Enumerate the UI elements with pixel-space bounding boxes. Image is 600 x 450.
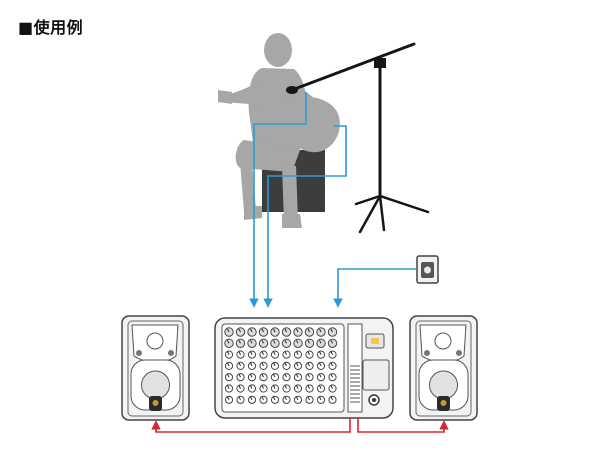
mixer-knob-pointer — [296, 340, 299, 344]
page-title: ■使用例 — [18, 18, 84, 37]
mixer-knob-pointer — [330, 385, 333, 389]
mixer-knob-pointer — [238, 362, 241, 367]
mixer-knob-pointer — [284, 385, 287, 389]
mixer-knob-pointer — [238, 373, 241, 378]
mixer-knob-pointer — [330, 328, 333, 333]
signal-lines — [249, 92, 417, 308]
mixer-knob-pointer — [284, 373, 287, 378]
mixer-knob-pointer — [319, 362, 322, 367]
mixer-knob-pointer — [250, 385, 253, 389]
mixer-knob-pointer — [319, 385, 322, 389]
mixer-knob-pointer — [250, 362, 253, 367]
mixer-knob-pointer — [296, 328, 299, 333]
mixer-knob-pointer — [227, 328, 230, 333]
mixer-knob-pointer — [227, 351, 230, 355]
mixer-knob-pointer — [307, 328, 310, 333]
mixer-knob-pointer — [330, 396, 333, 401]
mixer-knob-pointer — [273, 385, 276, 389]
mixer-knob-pointer — [261, 351, 264, 355]
mixer-knob-pointer — [307, 351, 310, 355]
mixer-knob-pointer — [307, 373, 310, 378]
mixer-knob-pointer — [273, 328, 276, 333]
mixer-meter — [350, 365, 360, 403]
mixer-knob-pointer — [296, 385, 299, 389]
mixer-knob-pointer — [238, 351, 241, 355]
microphone-icon — [286, 86, 298, 94]
mixer-knob-pointer — [296, 362, 299, 367]
mixer-knob-pointer — [296, 351, 299, 355]
mixer-knob-pointer — [273, 373, 276, 378]
mixer-knob-pointer — [319, 396, 322, 401]
mixer-knob-pointer — [330, 340, 333, 344]
mixer-knob-pointer — [330, 351, 333, 355]
mixer-knob-pointer — [273, 340, 276, 344]
speaker-lines — [151, 418, 449, 433]
mixer-knob-pointer — [330, 362, 333, 367]
mixer-knob-pointer — [238, 340, 241, 344]
mixer-knob-pointer — [273, 351, 276, 355]
mixer-knob-pointer — [227, 385, 230, 389]
mixer-knob-pointer — [238, 396, 241, 401]
mixer-knob-pointer — [227, 340, 230, 344]
mixer-knob-pointer — [261, 385, 264, 389]
mixer-knob-pointer — [261, 396, 264, 401]
mixer-knob-pointer — [284, 340, 287, 344]
mixer-knob-pointer — [261, 373, 264, 378]
left-speaker — [121, 315, 190, 421]
mixer-knob-pointer — [307, 385, 310, 389]
mixer-knob-pointer — [330, 373, 333, 378]
mixer-knob-pointer — [319, 328, 322, 333]
microphone-stand — [290, 42, 430, 234]
mixer-knob-pointer — [250, 373, 253, 378]
mixer-knob-pointer — [284, 396, 287, 401]
mixer-knob-pointer — [238, 385, 241, 389]
mixer-knobs — [224, 327, 338, 404]
mixer-knob-pointer — [227, 362, 230, 367]
footswitch — [416, 255, 439, 284]
mixer-knob-pointer — [250, 351, 253, 355]
mixer-knob-pointer — [284, 351, 287, 355]
mixer-knob-pointer — [307, 396, 310, 401]
mixer-knob-pointer — [273, 362, 276, 367]
mixer-knob-pointer — [296, 396, 299, 401]
mixer-knob-pointer — [250, 396, 253, 401]
mixer-knob-pointer — [250, 340, 253, 344]
mixer-knob-pointer — [261, 328, 264, 333]
mixer-knob-pointer — [261, 340, 264, 344]
mixer-knob-pointer — [319, 351, 322, 355]
mixer-knob-pointer — [296, 373, 299, 378]
mixer-knob-pointer — [284, 362, 287, 367]
powered-mixer — [214, 317, 394, 419]
mixer-knob-pointer — [261, 362, 264, 367]
mixer-knob-pointer — [227, 373, 230, 378]
mixer-knob-pointer — [319, 373, 322, 378]
mixer-knob-pointer — [273, 396, 276, 401]
mixer-knob-pointer — [307, 362, 310, 367]
mixer-knob-pointer — [250, 328, 253, 333]
mixer-knob-pointer — [307, 340, 310, 344]
mixer-knob-pointer — [227, 396, 230, 401]
mixer-knob-pointer — [238, 328, 241, 333]
mixer-knob-pointer — [319, 340, 322, 344]
mixer-knob-pointer — [284, 328, 287, 333]
right-speaker — [409, 315, 478, 421]
